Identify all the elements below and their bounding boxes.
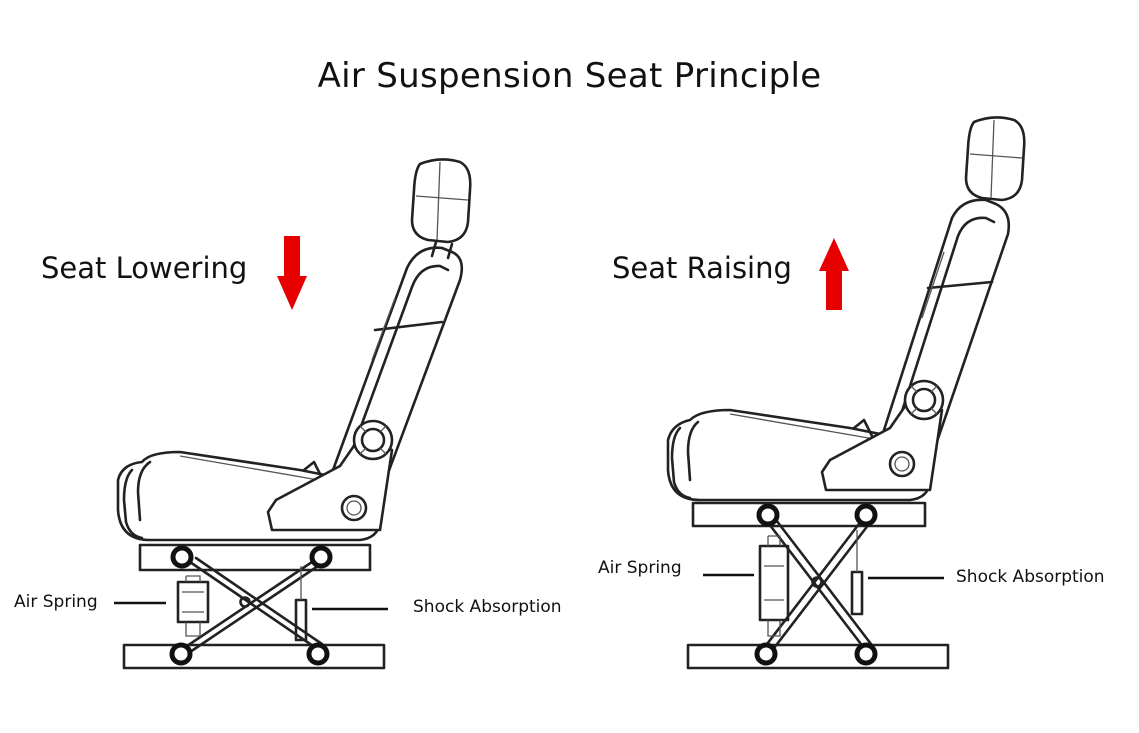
diagram-title: Air Suspension Seat Principle [317, 56, 822, 96]
headrest-lowering [410, 158, 472, 260]
top-plate-lowering [138, 543, 372, 572]
base-plate-raising [686, 643, 950, 670]
roller-icon [169, 642, 193, 666]
air-spring-lowering [176, 575, 210, 637]
shock-absorber-lowering [294, 566, 308, 642]
base-plate-lowering [122, 643, 386, 670]
roller-icon [854, 503, 878, 527]
air-spring-label-raising: Air Spring [598, 558, 682, 578]
air-spring-label-lowering: Air Spring [14, 592, 98, 612]
recline-bracket-raising [820, 379, 945, 492]
top-plate-raising [691, 501, 927, 528]
roller-icon [306, 642, 330, 666]
backrest-lowering [331, 246, 464, 502]
seat-lowering-label: Seat Lowering [41, 251, 248, 285]
recline-bracket-lowering [266, 419, 394, 532]
cushion-lowering [116, 450, 382, 542]
roller-icon [756, 503, 780, 527]
roller-icon [754, 642, 778, 666]
shock-absorber-raising [850, 530, 864, 616]
shock-absorption-label-lowering: Shock Absorption [413, 597, 562, 617]
headrest-raising [964, 116, 1026, 202]
arrow-down-icon [277, 236, 307, 310]
shock-absorption-label-raising: Shock Absorption [956, 567, 1105, 587]
arrow-up-icon [819, 238, 849, 310]
seat-raising [666, 116, 1026, 670]
seat-lowering [114, 158, 472, 670]
roller-icon [170, 545, 194, 569]
backrest-raising [882, 198, 1011, 464]
cushion-raising [666, 408, 932, 502]
roller-icon [309, 545, 333, 569]
air-spring-raising [758, 535, 790, 637]
seat-raising-label: Seat Raising [612, 251, 792, 285]
roller-icon [854, 642, 878, 666]
